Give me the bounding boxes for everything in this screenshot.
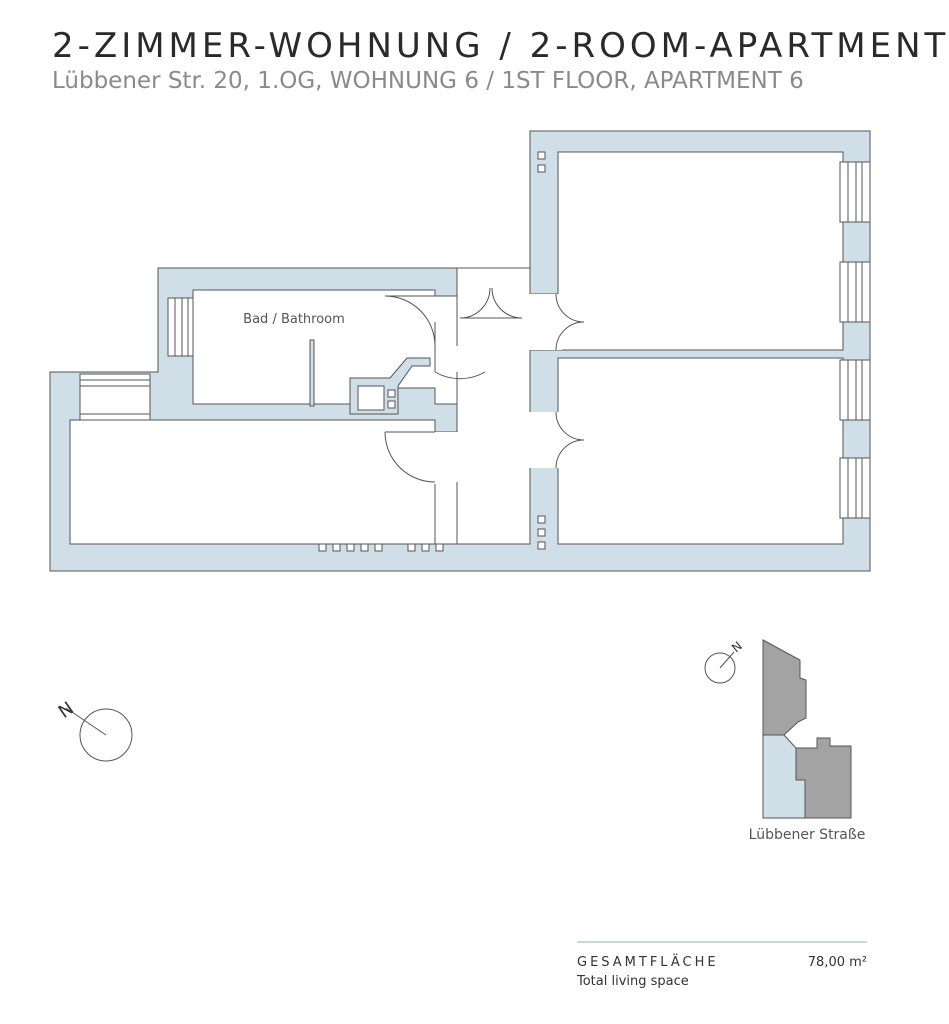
summary-row: GESAMTFLÄCHE 78,00 m² [577, 955, 867, 970]
rooms [69, 151, 844, 545]
partition-wall [309, 339, 315, 407]
chimney-icon [318, 151, 546, 552]
floor-plan: Bad / Bathroom N N Lübbener Straße [49, 130, 871, 843]
shaft [349, 357, 431, 415]
street-label: Lübbener Straße [749, 827, 866, 843]
total-area-label-de: GESAMTFLÄCHE [577, 955, 719, 970]
site-north-label: N [729, 639, 745, 655]
total-area-value: 78,00 m² [807, 955, 867, 970]
bathroom [192, 289, 458, 405]
page-title: 2-ZIMMER-WOHNUNG / 2-ROOM-APARTMENT [52, 26, 949, 66]
rear-building [795, 737, 852, 819]
room-west [69, 419, 458, 545]
site-plan [762, 639, 852, 819]
summary-panel: GESAMTFLÄCHE 78,00 m² Total living space [577, 941, 867, 989]
room-label-bathroom: Bad / Bathroom [243, 312, 345, 327]
room-east-lower [557, 357, 844, 545]
room-east-upper [557, 151, 844, 351]
north-label: N [55, 698, 78, 723]
page-subtitle: Lübbener Str. 20, 1.OG, WOHNUNG 6 / 1ST … [52, 68, 804, 94]
summary-divider [577, 941, 867, 943]
total-area-label-en: Total living space [577, 974, 689, 989]
window-icon [79, 161, 871, 519]
neighbor-building [762, 639, 807, 736]
north-arrow-icon [65, 707, 133, 762]
site-north-arrow-icon [704, 651, 736, 684]
door-swing-icon [384, 287, 585, 483]
